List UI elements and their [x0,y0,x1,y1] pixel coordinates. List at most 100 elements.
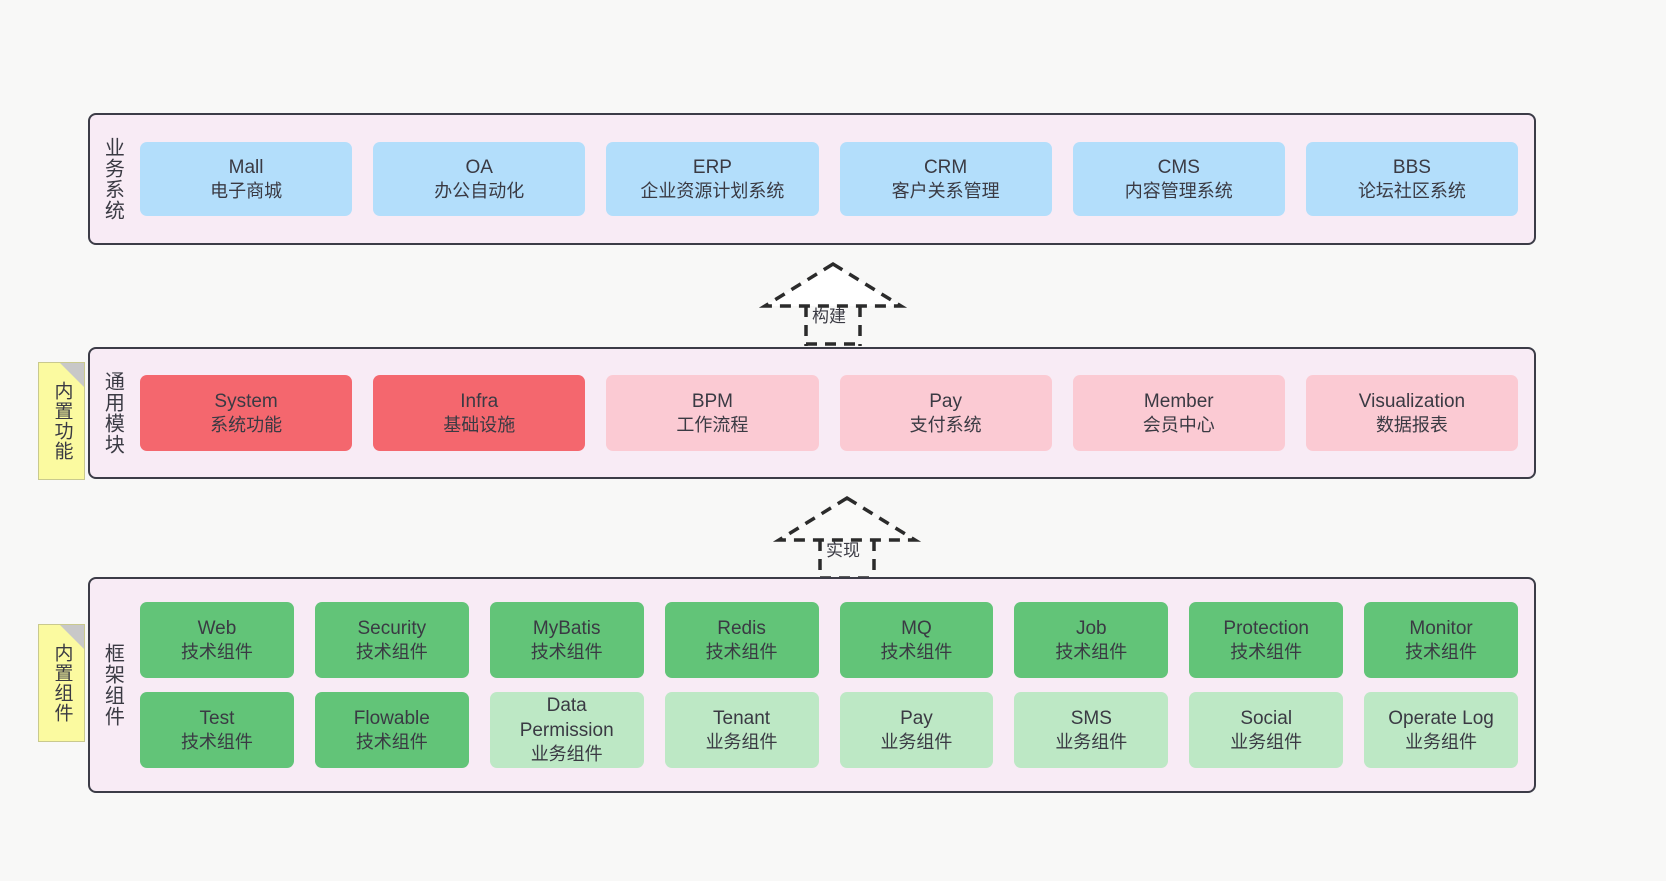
node-label-cn: 技术组件 [180,731,253,752]
node-label-cn: 技术组件 [530,641,603,662]
node-label-cn: 基础设施 [443,414,516,435]
layer-framework-component[interactable]: 框架组件 Web 技术组件 Security 技术组件 MyBatis 技术组件… [88,577,1536,793]
layer-title-framework-component: 框架组件 [101,643,124,727]
node-label-cn: 会员中心 [1142,414,1215,435]
node-label-en: Protection [1223,617,1309,639]
node-bbs[interactable]: BBS 论坛社区系统 [1305,142,1519,216]
node-label-en: Mall [228,156,264,178]
node-mall[interactable]: Mall 电子商城 [140,142,353,216]
node-visualization[interactable]: Visualization 数据报表 [1305,375,1519,451]
layer-body-common-module: System 系统功能 Infra 基础设施 BPM 工作流程 Pay 支付系统… [134,349,1534,477]
node-label-cn: 技术组件 [1230,641,1303,662]
arrowhead-triangle-icon [772,495,922,542]
node-crm[interactable]: CRM 客户关系管理 [839,142,1052,216]
sticky-note-label: 内置组件 [51,643,73,723]
sticky-note-builtin-function[interactable]: 内置功能 [38,362,85,480]
connector-label-implement: 实现 [826,541,860,560]
node-label-cn: 内容管理系统 [1124,180,1233,201]
node-label-cn: 办公自动化 [434,180,525,201]
node-label-cn: 业务组件 [1230,731,1303,752]
node-label-cn: 系统功能 [210,414,283,435]
node-label-cn: 技术组件 [880,641,953,662]
node-label-en: MQ [901,617,932,639]
node-label-cn: 技术组件 [180,641,253,662]
node-label-cn: 数据报表 [1375,414,1448,435]
connector-implement: 实现 [772,492,922,580]
layer-common-module[interactable]: 通用模块 System 系统功能 Infra 基础设施 BPM 工作流程 Pay… [88,347,1536,479]
folded-corner-icon [60,625,84,649]
node-cms[interactable]: CMS 内容管理系统 [1072,142,1285,216]
layer-body-framework-component: Web 技术组件 Security 技术组件 MyBatis 技术组件 Redi… [134,579,1534,791]
node-label-en: Operate Log [1388,707,1494,729]
node-label-en: SMS [1070,707,1112,729]
node-erp[interactable]: ERP 企业资源计划系统 [606,142,819,216]
layer-business-system[interactable]: 业务系统 Mall 电子商城 OA 办公自动化 ERP 企业资源计划系统 CRM… [88,113,1536,245]
node-label-en: Monitor [1409,617,1473,639]
node-tenant[interactable]: Tenant 业务组件 [664,692,819,768]
node-row: Test 技术组件 Flowable 技术组件 Data Permission … [140,692,1518,768]
node-label-en: Security [357,617,427,639]
node-sms[interactable]: SMS 业务组件 [1014,692,1169,768]
node-social[interactable]: Social 业务组件 [1189,692,1344,768]
sticky-note-builtin-component[interactable]: 内置组件 [38,624,85,742]
node-bpm[interactable]: BPM 工作流程 [606,375,819,451]
node-label-en: Test [199,707,235,729]
node-label-en: Visualization [1358,390,1466,412]
node-security[interactable]: Security 技术组件 [314,602,469,678]
connector-build: 构建 [758,258,908,346]
node-pay-business[interactable]: Pay 业务组件 [839,692,994,768]
node-label-en: OA [465,156,493,178]
node-label-cn: 业务组件 [705,731,778,752]
node-flowable[interactable]: Flowable 技术组件 [314,692,469,768]
node-mybatis[interactable]: MyBatis 技术组件 [489,602,644,678]
node-label-cn: 电子商城 [210,180,283,201]
node-label-en: Social [1240,707,1293,729]
node-job[interactable]: Job 技术组件 [1014,602,1169,678]
node-label-cn: 业务组件 [1405,731,1478,752]
node-label-en: MyBatis [532,617,601,639]
node-system[interactable]: System 系统功能 [140,375,353,451]
node-label-en: Pay [929,390,962,412]
node-monitor[interactable]: Monitor 技术组件 [1364,602,1518,678]
node-label-cn: 技术组件 [1405,641,1478,662]
node-label-en: Job [1075,617,1107,639]
node-mq[interactable]: MQ 技术组件 [839,602,994,678]
node-data-permission[interactable]: Data Permission 业务组件 [489,692,644,768]
node-pay[interactable]: Pay 支付系统 [839,375,1052,451]
node-label-cn: 业务组件 [1055,731,1128,752]
node-label-en: Member [1143,390,1214,412]
node-oa[interactable]: OA 办公自动化 [373,142,586,216]
node-label-cn: 技术组件 [355,641,428,662]
sticky-note-label: 内置功能 [51,381,73,461]
node-label-cn: 客户关系管理 [891,180,1000,201]
node-web[interactable]: Web 技术组件 [140,602,294,678]
node-operate-log[interactable]: Operate Log 业务组件 [1364,692,1518,768]
node-label-en: Web [197,617,237,639]
node-label-en: CMS [1157,156,1200,178]
node-label-en: BBS [1392,156,1431,178]
arrowhead-triangle-icon [758,261,908,308]
node-label-cn: 企业资源计划系统 [640,180,785,201]
node-protection[interactable]: Protection 技术组件 [1189,602,1344,678]
node-label-cn: 论坛社区系统 [1357,180,1466,201]
node-label-en: Tenant [713,707,771,729]
layer-title-common-module: 通用模块 [101,371,124,455]
node-label-en: Pay [900,707,933,729]
node-label-en: System [214,390,278,412]
node-redis[interactable]: Redis 技术组件 [664,602,819,678]
node-label-en: ERP [692,156,732,178]
node-label-en: Redis [717,617,766,639]
node-label-cn: 业务组件 [530,744,603,765]
node-infra[interactable]: Infra 基础设施 [373,375,586,451]
node-label-en: Flowable [353,707,430,729]
node-member[interactable]: Member 会员中心 [1072,375,1285,451]
node-label-cn: 支付系统 [909,414,982,435]
node-label-cn: 技术组件 [1055,641,1128,662]
node-label-en: CRM [923,156,968,178]
node-row: Web 技术组件 Security 技术组件 MyBatis 技术组件 Redi… [140,602,1518,678]
node-test[interactable]: Test 技术组件 [140,692,294,768]
node-label-cn: 技术组件 [705,641,778,662]
folded-corner-icon [60,363,84,387]
node-label-en: Infra [460,390,499,412]
